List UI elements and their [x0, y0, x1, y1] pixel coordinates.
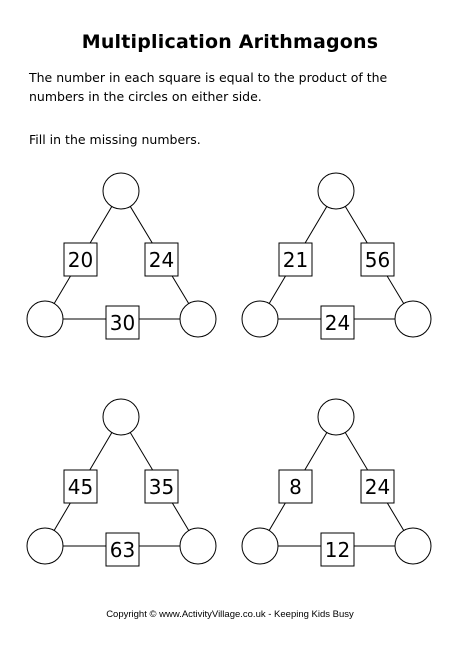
top-circle[interactable]	[102, 172, 140, 210]
arithmagon-3: 45 35 63	[26, 398, 217, 567]
left-square-value: 21	[283, 248, 308, 272]
right-circle[interactable]	[179, 300, 217, 338]
right-square-value: 56	[365, 248, 390, 272]
right-square-value: 24	[149, 248, 174, 272]
task-instruction: Fill in the missing numbers.	[29, 132, 201, 147]
arithmagon-4: 8 24 12	[241, 398, 432, 567]
left-circle[interactable]	[241, 527, 279, 565]
bottom-square	[105, 532, 140, 567]
right-circle[interactable]	[394, 527, 432, 565]
left-circle[interactable]	[26, 527, 64, 565]
left-square	[278, 469, 313, 504]
bottom-square	[320, 305, 355, 340]
bottom-square-value: 24	[325, 311, 350, 335]
left-square	[63, 469, 98, 504]
arithmagon-2: 21 56 24	[241, 172, 432, 340]
right-circle[interactable]	[394, 300, 432, 338]
bottom-square-value: 30	[110, 311, 135, 335]
rule-instruction: The number in each square is equal to th…	[29, 70, 388, 104]
right-circle[interactable]	[179, 527, 217, 565]
bottom-square	[320, 532, 355, 567]
page-title: Multiplication Arithmagons	[81, 31, 379, 53]
left-square-value: 45	[68, 475, 93, 499]
right-square	[360, 469, 395, 504]
left-circle[interactable]	[26, 300, 64, 338]
top-circle[interactable]	[317, 398, 355, 436]
bottom-square-value: 63	[110, 538, 135, 562]
left-square	[63, 242, 98, 277]
bottom-square-value: 12	[325, 538, 350, 562]
arithmagon-1: 20 24 30	[26, 172, 217, 340]
right-square	[144, 469, 179, 504]
right-square-value: 24	[365, 475, 390, 499]
copyright-footer: Copyright © www.ActivityVillage.co.uk - …	[106, 609, 354, 620]
right-square	[360, 242, 395, 277]
right-square	[144, 242, 179, 277]
bottom-square	[105, 305, 140, 340]
top-circle[interactable]	[102, 398, 140, 436]
left-square-value: 8	[289, 475, 302, 499]
left-square	[278, 242, 313, 277]
left-square-value: 20	[68, 248, 93, 272]
right-square-value: 35	[149, 475, 174, 499]
left-circle[interactable]	[241, 300, 279, 338]
top-circle[interactable]	[317, 172, 355, 210]
